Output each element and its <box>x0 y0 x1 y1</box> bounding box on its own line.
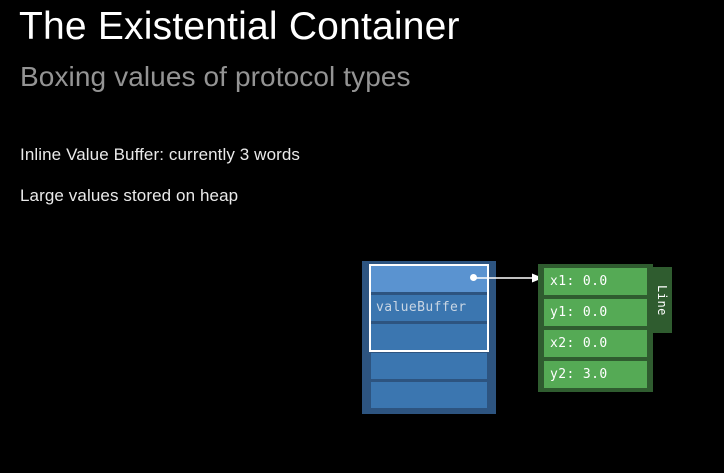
heap-object-type-name: Line <box>655 284 669 316</box>
heap-object-type-tab: Line <box>652 267 672 333</box>
container-slot-1 <box>371 295 487 321</box>
heap-field-row: y2: 3.0 <box>544 361 647 388</box>
heap-field-text: y1: 0.0 <box>550 305 608 320</box>
heap-field-row: x1: 0.0 <box>544 268 647 295</box>
heap-field-text: y2: 3.0 <box>550 367 608 382</box>
heap-field-text: x2: 0.0 <box>550 336 608 351</box>
heap-field-row: y1: 0.0 <box>544 299 647 326</box>
heap-pointer-arrow-icon <box>473 273 543 283</box>
container-slot-3 <box>371 353 487 379</box>
value-buffer-outline <box>369 264 489 352</box>
page-title: The Existential Container <box>19 5 460 48</box>
container-slot-2 <box>371 324 487 350</box>
bullet-line-2: Large values stored on heap <box>20 186 239 205</box>
container-slot-4 <box>371 382 487 408</box>
page-subtitle: Boxing values of protocol types <box>20 61 411 92</box>
heap-field-text: x1: 0.0 <box>550 274 608 289</box>
heap-field-row: x2: 0.0 <box>544 330 647 357</box>
container-slot-0 <box>371 266 487 292</box>
bullet-line-1: Inline Value Buffer: currently 3 words <box>20 145 301 164</box>
value-buffer-label: valueBuffer <box>376 300 467 315</box>
